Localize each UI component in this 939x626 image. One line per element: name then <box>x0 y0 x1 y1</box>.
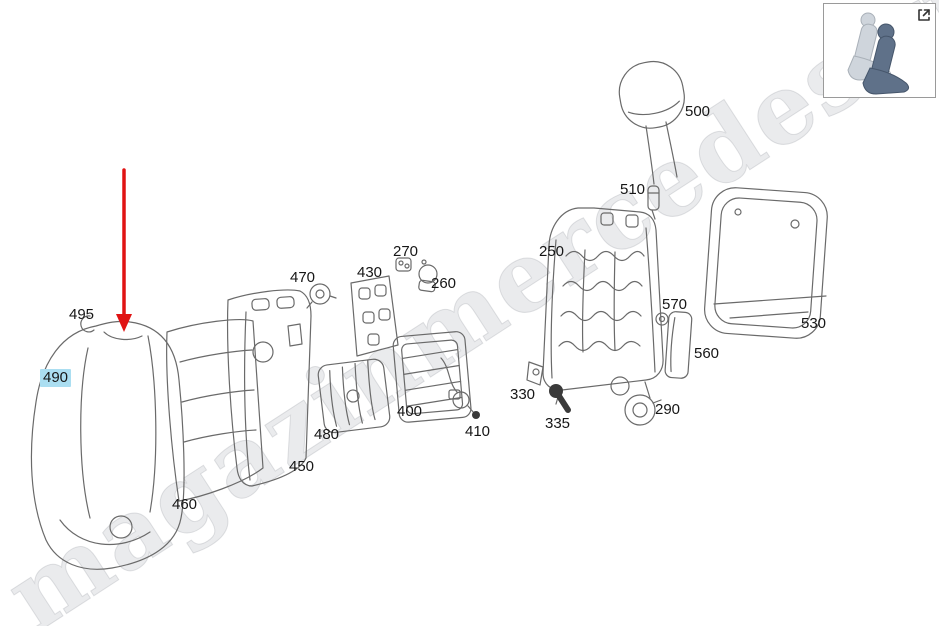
part-label-480[interactable]: 480 <box>314 426 340 443</box>
part-label-510[interactable]: 510 <box>620 181 646 198</box>
part-label-260[interactable]: 260 <box>431 275 457 292</box>
part-label-335[interactable]: 335 <box>545 415 571 432</box>
part-label-570[interactable]: 570 <box>662 296 688 313</box>
headrest-illustration <box>618 60 685 185</box>
seat-preview-image <box>847 12 910 95</box>
part-label-560[interactable]: 560 <box>694 345 720 362</box>
trim-strip-illustration <box>664 311 693 379</box>
part-label-495[interactable]: 495 <box>69 306 95 323</box>
part-label-450[interactable]: 450 <box>289 458 315 475</box>
thumb-seat-front <box>862 23 910 95</box>
part-label-470[interactable]: 470 <box>290 269 316 286</box>
lumbar-frame-illustration <box>392 331 472 423</box>
nut-illustration <box>655 312 669 326</box>
part-label-250[interactable]: 250 <box>539 243 565 260</box>
fastener-illustration <box>306 283 337 309</box>
pad-illustration <box>166 319 264 502</box>
part-label-410[interactable]: 410 <box>465 423 491 440</box>
vent-panel-illustration <box>350 275 399 357</box>
handwheel-illustration <box>624 394 662 426</box>
seat-preview-thumbnail[interactable] <box>823 3 936 98</box>
seat-frame-illustration <box>542 207 664 405</box>
part-label-460[interactable]: 460 <box>172 496 198 513</box>
back-panel-illustration <box>703 187 828 339</box>
part-label-530[interactable]: 530 <box>801 315 827 332</box>
part-label-430[interactable]: 430 <box>357 264 383 281</box>
pointer-arrow <box>116 168 132 332</box>
part-label-400[interactable]: 400 <box>397 403 423 420</box>
shell-illustration <box>226 289 312 487</box>
small-bracket-illustration <box>395 257 412 272</box>
actuator-illustration <box>440 357 480 419</box>
screw-illustration <box>549 384 571 413</box>
cushion-illustration <box>30 320 185 570</box>
part-label-490-selected[interactable]: 490 <box>40 369 72 387</box>
clip-illustration <box>80 315 95 333</box>
part-label-270[interactable]: 270 <box>393 243 419 260</box>
part-label-500[interactable]: 500 <box>685 103 711 120</box>
expand-icon[interactable] <box>916 7 932 23</box>
bracket-illustration <box>526 361 544 386</box>
lumbar-mat-illustration <box>317 358 391 434</box>
part-label-330[interactable]: 330 <box>510 386 536 403</box>
headrest-guide-illustration <box>647 185 660 220</box>
motor-illustration <box>418 259 438 293</box>
part-label-290[interactable]: 290 <box>655 401 681 418</box>
